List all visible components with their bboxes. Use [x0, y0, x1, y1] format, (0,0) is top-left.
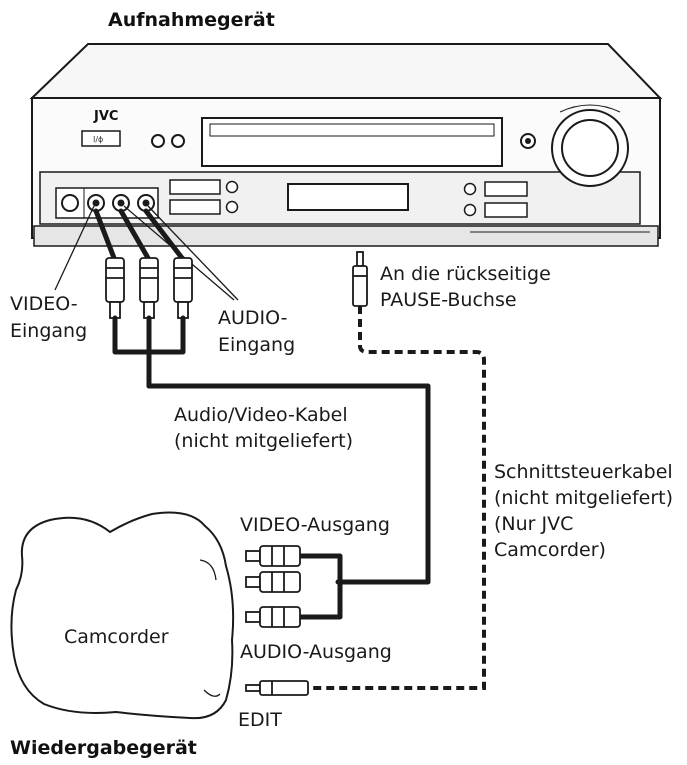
recorder-title: Aufnahmegerät: [108, 9, 275, 31]
label-video-input-2: Eingang: [10, 320, 87, 342]
rca-plug-audio-in-1: [139, 257, 159, 319]
label-edit-cable-2: (nicht mitgeliefert): [494, 487, 673, 509]
rca-plug-video-out: [245, 545, 301, 567]
av-cable-main: [146, 383, 431, 585]
label-camcorder: Camcorder: [64, 626, 169, 648]
label-pause-1: An die rückseitige: [380, 263, 551, 285]
rca-plug-audio-in-2: [173, 257, 193, 319]
rca-plug-video-in: [105, 257, 125, 319]
label-edit-cable-4: Camcorder): [494, 539, 606, 561]
vcr-power-label: I/ɸ: [93, 135, 103, 144]
player-title: Wiedergabegerät: [10, 737, 197, 759]
label-edit-cable-3: (Nur JVC: [494, 513, 573, 535]
vcr-display: [287, 183, 409, 211]
vcr-power-button[interactable]: [81, 130, 121, 147]
svideo-jack: [61, 194, 79, 212]
vcr-recorder: JVC I/ɸ: [29, 43, 663, 247]
input-rca-plugs: [105, 257, 193, 319]
label-audio-input-2: Eingang: [218, 334, 295, 356]
av-cable-out-branch: [295, 553, 343, 620]
label-pause-2: PAUSE-Buchse: [380, 289, 517, 311]
edit-cable-dashed: [308, 306, 486, 690]
label-audio-input-1: AUDIO-: [218, 307, 287, 329]
camcorder-detail: [199, 559, 221, 697]
vcr-top-lid: [29, 43, 663, 99]
label-video-output: VIDEO-Ausgang: [240, 514, 390, 536]
edit-mini-plug: [245, 680, 309, 696]
av-cable: [112, 315, 431, 620]
label-edit-cable-1: Schnittsteuerkabel: [494, 461, 673, 483]
edit-cable: [245, 251, 486, 696]
vcr-brand: JVC: [93, 109, 118, 124]
input-cable-leads: [93, 208, 185, 261]
vcr-jog-dial-inner[interactable]: [561, 119, 619, 177]
rca-plug-audio-out-1: [245, 571, 301, 593]
label-av-cable-2: (nicht mitgeliefert): [174, 430, 353, 452]
camcorder-outline: [10, 511, 235, 720]
label-video-input-1: VIDEO-: [10, 293, 78, 315]
pause-mini-plug: [352, 251, 368, 307]
rca-plug-audio-out-2: [245, 606, 301, 628]
pointer-video-in: [54, 205, 95, 291]
label-edit: EDIT: [238, 709, 282, 731]
vcr-button-right[interactable]: [171, 134, 185, 148]
output-rca-plugs: [245, 545, 301, 628]
label-av-cable-1: Audio/Video-Kabel: [174, 404, 348, 426]
vcr-button-left[interactable]: [151, 134, 165, 148]
vcr-bottom-shade: [33, 225, 659, 247]
pointer-audio-in-2: [147, 205, 239, 301]
label-audio-output: AUDIO-Ausgang: [240, 641, 392, 663]
